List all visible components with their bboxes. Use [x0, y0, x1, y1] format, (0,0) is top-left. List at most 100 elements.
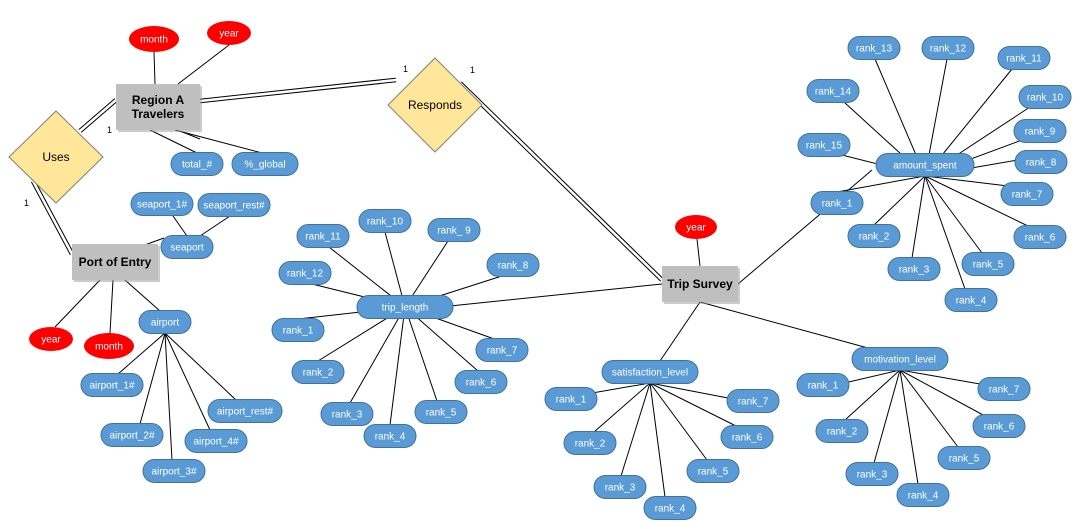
relationship-uses[interactable]: Uses: [8, 110, 104, 204]
attribute-pill: [1013, 225, 1067, 249]
attribute-am15[interactable]: rank_15: [797, 133, 851, 157]
attribute-sl5[interactable]: rank_5: [686, 459, 740, 483]
connector-line: [109, 279, 114, 334]
attribute-motivation[interactable]: motivation_level: [851, 347, 949, 371]
attribute-pill: [944, 288, 998, 312]
attribute-tl2[interactable]: rank_2: [291, 360, 345, 384]
key-attribute-label: month: [140, 35, 168, 46]
attribute-label: rank_3: [899, 265, 930, 276]
attribute-pill: [170, 152, 224, 176]
attribute-seaport1[interactable]: seaport_1#: [130, 192, 194, 216]
attribute-sl6[interactable]: rank_6: [720, 425, 774, 449]
attribute-ml6[interactable]: rank_6: [972, 414, 1026, 438]
attribute-tl4[interactable]: rank_4: [363, 424, 417, 448]
attribute-pill: [296, 224, 350, 248]
connector-line: [649, 382, 666, 498]
attribute-airport[interactable]: airport: [138, 310, 192, 334]
attribute-airport3[interactable]: airport_3#: [142, 459, 206, 483]
attribute-tl7[interactable]: rank_7: [475, 338, 529, 362]
attribute-tl11[interactable]: rank_11: [296, 224, 350, 248]
attribute-sl7[interactable]: rank_7: [726, 389, 780, 413]
attribute-pill: [278, 261, 332, 285]
connector-line: [124, 279, 161, 312]
key-attribute-year_p[interactable]: year: [29, 327, 73, 351]
attribute-label: rank_4: [956, 296, 987, 307]
attribute-pill: [454, 370, 508, 394]
attribute-label: rank_7: [738, 397, 769, 408]
attribute-am10[interactable]: rank_10: [1018, 85, 1072, 109]
attribute-am13[interactable]: rank_13: [847, 36, 901, 60]
attribute-am2[interactable]: rank_2: [847, 224, 901, 248]
attribute-satisfaction[interactable]: satisfaction_level: [601, 360, 699, 384]
key-attribute-month_r[interactable]: month: [129, 26, 179, 52]
attribute-label: rank_3: [857, 470, 888, 481]
attribute-sl4[interactable]: rank_4: [643, 496, 697, 520]
attribute-tl12[interactable]: rank_12: [278, 261, 332, 285]
attribute-ml1[interactable]: rank_1: [796, 373, 850, 397]
attribute-pill: [875, 153, 975, 177]
attribute-airportrest[interactable]: airport_rest#: [207, 399, 283, 423]
attribute-tl9[interactable]: rank_ 9: [427, 218, 481, 242]
attribute-am11[interactable]: rank_11: [997, 46, 1051, 70]
attribute-tl5[interactable]: rank_5: [414, 400, 468, 424]
attribute-am14[interactable]: rank_14: [806, 79, 860, 103]
attribute-sl3[interactable]: rank_3: [593, 475, 647, 499]
attribute-airport4[interactable]: airport_4#: [184, 429, 248, 453]
attribute-tl6[interactable]: rank_6: [454, 370, 508, 394]
attribute-am12[interactable]: rank_12: [921, 36, 975, 60]
attribute-pill: [997, 46, 1051, 70]
entity-label: Trip Survey: [667, 277, 733, 291]
attribute-tl8[interactable]: rank_8: [486, 253, 540, 277]
attribute-am7[interactable]: rank_7: [1000, 182, 1054, 206]
attribute-am8[interactable]: rank_8: [1014, 150, 1068, 174]
key-attribute-month_p[interactable]: month: [84, 333, 134, 359]
attribute-seaport[interactable]: seaport: [160, 235, 214, 259]
relationship-responds[interactable]: Responds: [387, 57, 483, 153]
entity-trip[interactable]: Trip Survey: [662, 266, 740, 304]
attribute-triplength[interactable]: trip_length: [356, 295, 454, 319]
attribute-amount[interactable]: amount_spent: [875, 153, 975, 177]
connector-line: [593, 382, 651, 433]
connector-line: [699, 301, 869, 349]
attribute-sl1[interactable]: rank_1: [544, 387, 598, 411]
attribute-tl10[interactable]: rank_10: [358, 209, 412, 233]
attribute-tl1[interactable]: rank_1: [271, 318, 325, 342]
attribute-am9[interactable]: rank_9: [1013, 119, 1067, 143]
connector-line: [899, 369, 919, 485]
attribute-am6[interactable]: rank_6: [1013, 225, 1067, 249]
attribute-am5[interactable]: rank_5: [961, 252, 1015, 276]
attribute-label: airport_3#: [151, 467, 196, 478]
attribute-pill: [726, 389, 780, 413]
attribute-label: rank_9: [1025, 127, 1056, 138]
attribute-total[interactable]: total_#: [170, 152, 224, 176]
attribute-airport1[interactable]: airport_1#: [80, 373, 144, 397]
entity-box: [662, 266, 738, 302]
entity-port[interactable]: Port of Entry: [72, 244, 160, 282]
key-attribute-year_t[interactable]: year: [675, 215, 717, 239]
key-attribute-oval: [129, 26, 179, 52]
attribute-label: rank_12: [930, 44, 967, 55]
attribute-ml3[interactable]: rank_3: [845, 462, 899, 486]
connector-line: [172, 215, 188, 237]
attribute-am4[interactable]: rank_4: [944, 288, 998, 312]
attribute-label: rank_5: [949, 454, 980, 465]
attribute-label: rank_7: [487, 346, 518, 357]
attribute-ml2[interactable]: rank_2: [815, 419, 869, 443]
attribute-ml5[interactable]: rank_5: [937, 446, 991, 470]
attribute-am3[interactable]: rank_3: [887, 257, 941, 281]
attribute-sl2[interactable]: rank_2: [563, 431, 617, 455]
attribute-global[interactable]: %_global: [231, 152, 299, 176]
attribute-ml7[interactable]: rank_7: [977, 377, 1031, 401]
attribute-label: rank_7: [1012, 190, 1043, 201]
attribute-seaportrest[interactable]: seaport_rest#: [197, 193, 271, 217]
connector-line: [117, 332, 166, 375]
attribute-pill: [845, 462, 899, 486]
attribute-ml4[interactable]: rank_4: [896, 483, 950, 507]
entity-box: [72, 244, 158, 280]
attribute-am1[interactable]: rank_1: [810, 191, 864, 215]
key-attribute-year_r[interactable]: year: [207, 21, 251, 45]
attribute-airport2[interactable]: airport_2#: [100, 423, 164, 447]
attribute-tl3[interactable]: rank_3: [320, 402, 374, 426]
